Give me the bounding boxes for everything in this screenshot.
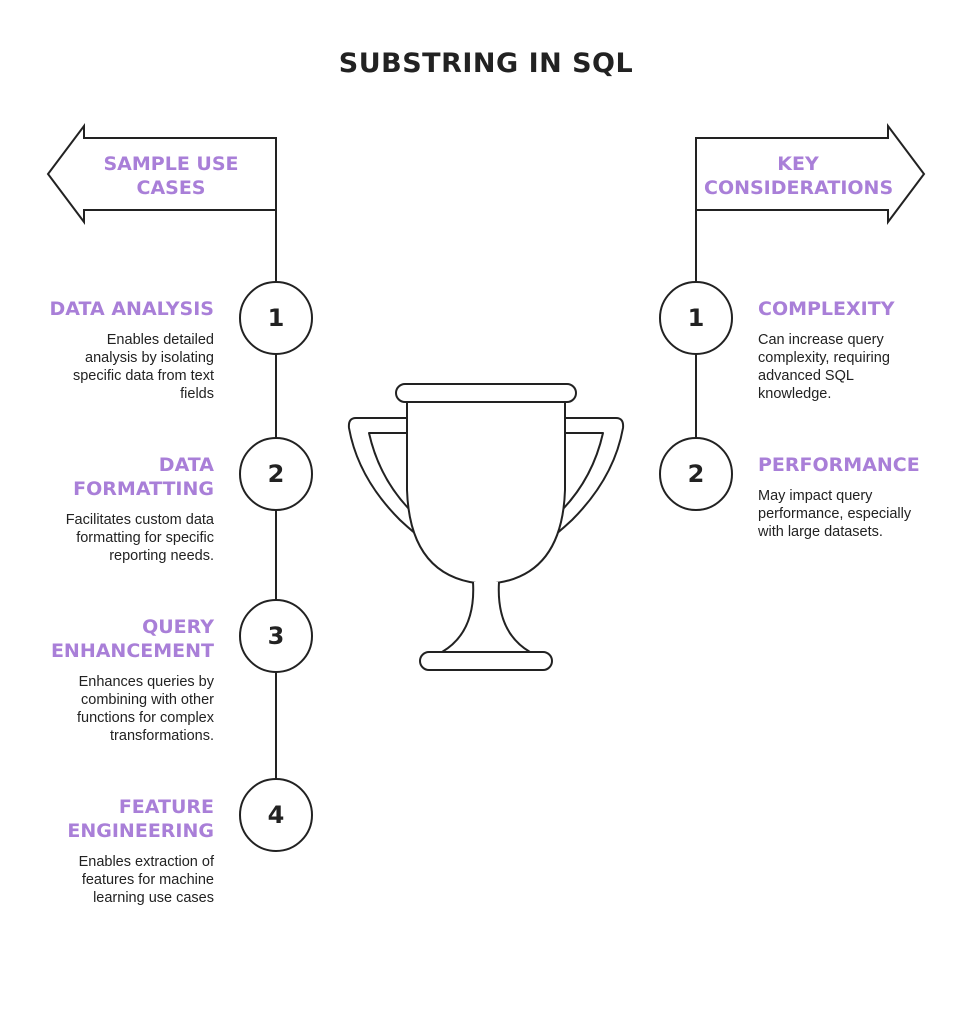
consideration-1-number: 1 xyxy=(687,304,705,332)
left-arrow-shape xyxy=(46,123,277,225)
consideration-2-number: 2 xyxy=(687,460,705,488)
consideration-1-heading: COMPLEXITY xyxy=(758,298,895,320)
use-case-1-description: Enables detailed analysis by isolating s… xyxy=(72,332,214,402)
right-arrow-shape xyxy=(695,123,926,225)
left-step-1-circle xyxy=(239,281,313,355)
use-case-3-description: Enhances queries by combining with other… xyxy=(76,674,214,744)
left-arrow-label: SAMPLE USE CASES xyxy=(103,153,239,199)
right-arrow-label: KEY CONSIDERATIONS xyxy=(704,153,894,199)
left-step-2-circle xyxy=(239,437,313,511)
left-step-3-circle xyxy=(239,599,313,673)
consideration-2-heading: PERFORMANCE xyxy=(758,454,920,476)
use-case-4-number: 4 xyxy=(267,801,285,829)
use-case-3-heading: QUERY ENHANCEMENT xyxy=(50,616,214,662)
page-title: SUBSTRING IN SQL xyxy=(338,48,634,79)
use-case-2-description: Facilitates custom data formatting for s… xyxy=(65,512,214,564)
use-case-2-heading: DATA FORMATTING xyxy=(73,454,214,500)
consideration-2-description: May impact query performance, especially… xyxy=(758,488,912,540)
use-case-4-heading: FEATURE ENGINEERING xyxy=(67,796,214,842)
use-case-3-number: 3 xyxy=(267,622,285,650)
use-case-2-number: 2 xyxy=(267,460,285,488)
use-case-4-description: Enables extraction of features for machi… xyxy=(78,854,214,906)
use-case-1-heading: DATA ANALYSIS xyxy=(49,298,214,320)
right-step-1-circle xyxy=(659,281,733,355)
right-step-2-circle xyxy=(659,437,733,511)
use-case-1-number: 1 xyxy=(267,304,285,332)
trophy-icon xyxy=(347,383,625,671)
left-step-4-circle xyxy=(239,778,313,852)
consideration-1-description: Can increase query complexity, requiring… xyxy=(758,332,890,402)
